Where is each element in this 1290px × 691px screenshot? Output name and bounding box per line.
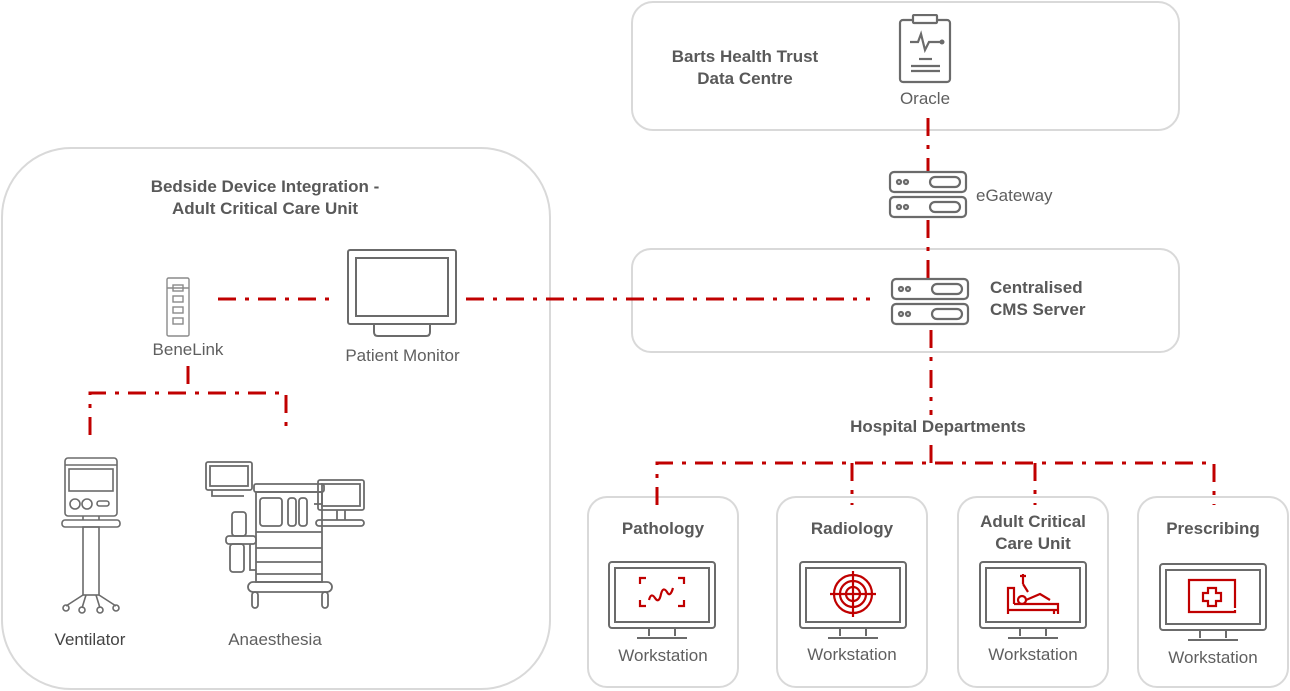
bedside-title-line1: Bedside Device Integration - (150, 177, 380, 196)
workstation-monitor-pathology (608, 561, 716, 639)
bedside-title-line2: Adult Critical Care Unit (171, 199, 359, 218)
cms-server-label-line2: CMS Server (990, 300, 1086, 319)
oracle-label: Oracle (899, 89, 951, 108)
target-scan-icon (830, 571, 876, 617)
ventilator-label: Ventilator (54, 630, 126, 649)
microscope-sample-icon (638, 576, 686, 608)
department-name-line1: Pathology (621, 519, 705, 538)
department-name-line1: Radiology (810, 519, 894, 538)
anaesthesia-machine-icon (205, 461, 365, 609)
medical-cross-icon (1187, 578, 1237, 614)
bedside-integration-box (1, 147, 551, 690)
workstation-label-adult-critical-care: Workstation (988, 645, 1078, 664)
workstation-monitor-adult-critical-care (979, 561, 1087, 639)
department-name-line1: Adult Critical (980, 512, 1086, 531)
egateway-label: eGateway (976, 186, 1053, 205)
bedside-title: Bedside Device Integration - Adult Criti… (125, 176, 405, 220)
department-name-prescribing: Prescribing (1137, 518, 1289, 540)
workstation-monitor-radiology (799, 561, 907, 639)
patient-monitor-label: Patient Monitor (345, 346, 460, 365)
cms-server-label-line1: Centralised (990, 278, 1083, 297)
data-centre-title-line1: Barts Health Trust (671, 47, 819, 66)
department-name-radiology: Radiology (776, 518, 928, 540)
department-name-pathology: Pathology (587, 518, 739, 540)
department-name-adult-critical-care: Adult Critical Care Unit (957, 511, 1109, 555)
workstation-monitor-prescribing (1159, 563, 1267, 641)
data-centre-title-line2: Data Centre (697, 69, 793, 88)
anaesthesia-label: Anaesthesia (228, 630, 322, 649)
department-name-line2: Care Unit (995, 534, 1071, 553)
department-box-prescribing (1137, 496, 1289, 688)
workstation-label-radiology: Workstation (807, 645, 897, 664)
ventilator-icon (61, 457, 121, 614)
workstation-label-prescribing: Workstation (1168, 648, 1258, 667)
clipboard-ecg-icon (898, 14, 952, 84)
hospital-departments-title: Hospital Departments (850, 417, 1026, 436)
cms-server-label: Centralised CMS Server (990, 277, 1085, 321)
hospital-bed-icon (1006, 574, 1060, 614)
cms-server-icon (890, 277, 970, 326)
workstation-label-pathology: Workstation (618, 646, 708, 665)
egateway-server-icon (888, 170, 968, 219)
benelink-label: BeneLink (152, 340, 224, 359)
patient-monitor-icon (347, 249, 457, 337)
department-box-adult-critical-care (957, 496, 1109, 688)
benelink-device-icon (166, 277, 190, 337)
department-box-pathology (587, 496, 739, 688)
department-name-line1: Prescribing (1166, 519, 1260, 538)
connector-bedside-branch (88, 391, 288, 435)
connector-departments-bus (655, 461, 1216, 505)
data-centre-title: Barts Health Trust Data Centre (655, 46, 835, 90)
data-centre-box (631, 1, 1180, 131)
